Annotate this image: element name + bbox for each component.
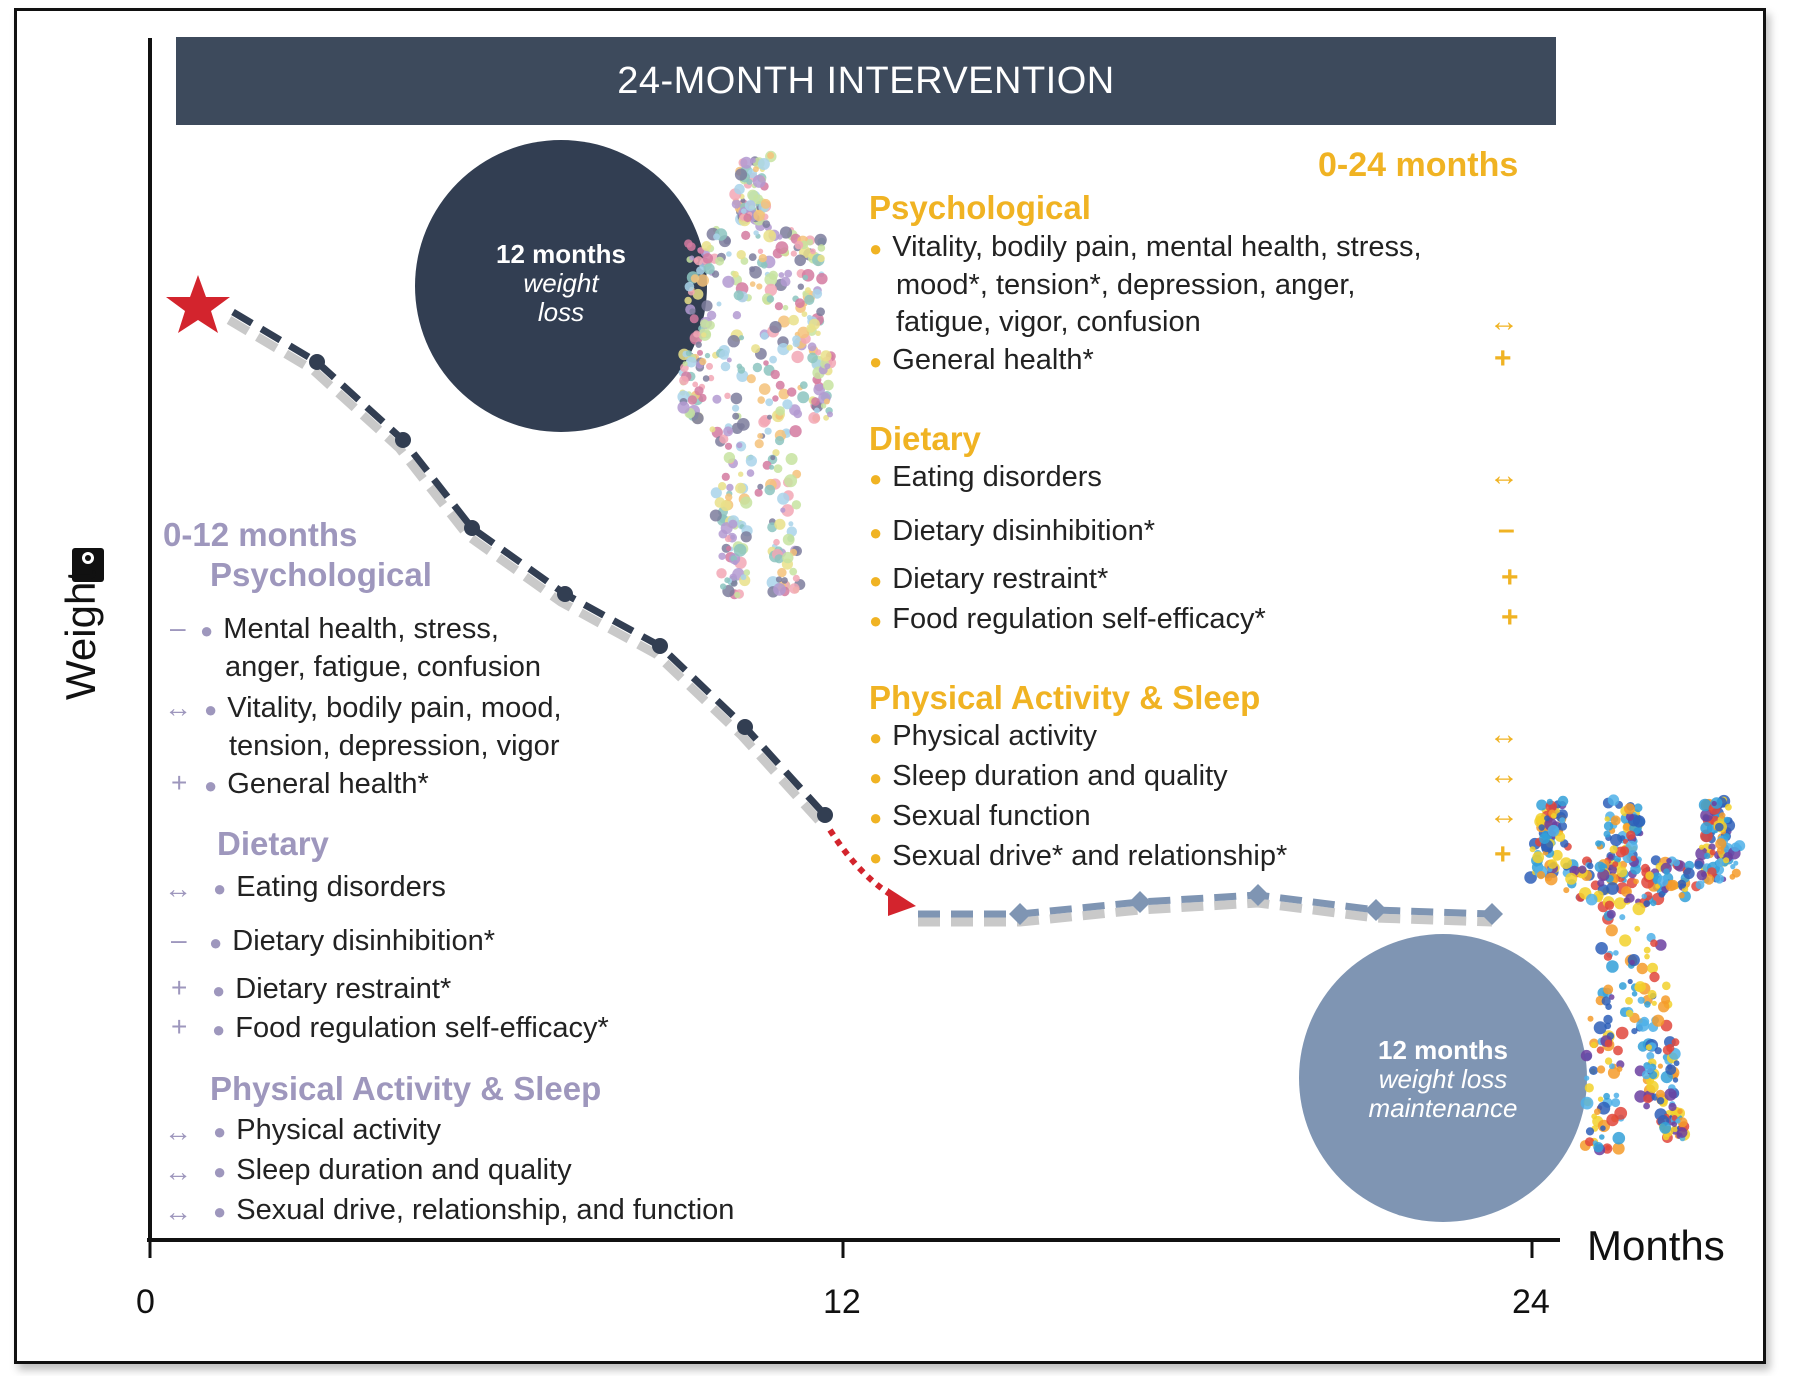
right-pa-item: ●Sexual drive* and relationship* [869,840,1288,872]
left-pa-heading: Physical Activity & Sleep [210,1070,602,1107]
left-psych-symbol: – [170,612,186,643]
left-diet-item: ●Eating disorders [213,871,446,903]
left-diet-symbol: – [171,924,187,955]
maintenance-point [1129,891,1151,913]
right-diet-item: ●Eating disorders [869,461,1102,493]
left-pa-item: ●Sexual drive, relationship, and functio… [213,1194,735,1226]
left-period-label: 0-12 months [163,516,358,553]
left-diet-item: ●Dietary restraint* [212,973,452,1005]
y-axis-label: Weight [57,570,104,700]
maintenance-shadow-line [918,898,1493,927]
maintenance-circle [1299,934,1587,1222]
maintenance-point [1365,899,1387,921]
x-tick-label-24: 24 [1512,1283,1550,1321]
maintenance-circle-title: 12 months [1377,1035,1509,1065]
bullet-dot: ● [869,349,883,374]
left-psych-item3: ●General health* [204,768,429,800]
right-diet-item: ●Dietary disinhibition* [869,515,1156,547]
right-psych-item2-symbol: + [1494,342,1512,375]
loss-point [817,807,833,823]
right-pa-heading: Physical Activity & Sleep [869,679,1261,716]
loss-point [737,719,753,735]
left-pa-symbol: ↔ [164,1116,192,1147]
left-psych-item1: ●Mental health, stress, anger, fatigue, … [200,613,542,683]
weight-loss-line [231,308,828,818]
left-psych-symbol: ↔ [164,692,192,723]
x-tick-label-0: 0 [136,1283,155,1321]
loss-point [309,354,325,370]
right-diet-item: ●Dietary restraint* [869,563,1109,595]
left-psych-item2: ●Vitality, bodily pain, mood, tension, d… [204,692,562,762]
loss-point [557,586,573,602]
right-diet-item: ●Food regulation self-efficacy* [869,603,1266,635]
right-psych-item1-symbol: ↔ [1489,305,1519,338]
maintenance-point [1247,884,1269,906]
weight-loss-circle [415,140,707,432]
maintenance-line [918,891,1493,918]
right-pa-item: ●Sexual function [869,800,1091,832]
right-psych-heading: Psychological [869,189,1091,226]
maintenance-point [1481,903,1503,925]
intervention-banner: 24-MONTH INTERVENTION [176,37,1556,125]
weight-loss-shadow-line [226,316,825,827]
left-diet-symbol: + [171,972,188,1003]
right-pa-symbol: ↔ [1489,718,1519,751]
star-icon [166,275,230,333]
right-diet-symbol: ↔ [1489,459,1519,492]
left-pa-item: ●Physical activity [213,1114,441,1146]
bullet-dot: ● [869,236,883,261]
left-psych-heading: Psychological [210,556,432,593]
left-diet-heading: Dietary [217,825,329,862]
x-axis-label: Months [1587,1222,1725,1269]
loss-circle-title: 12 months [495,239,627,269]
left-pa-symbol: ↔ [164,1156,192,1187]
left-diet-item: ●Dietary disinhibition* [209,925,496,957]
loss-circle-line2: loss [537,297,585,327]
maintenance-circle-line1: weight loss [1378,1064,1508,1094]
right-psych-item1: ●Vitality, bodily pain, mental health, s… [869,231,1422,338]
loss-point [464,520,480,536]
loss-circle-line1: weight [523,268,599,298]
right-diet-heading: Dietary [869,420,981,457]
maintenance-circle-text: 12 months weight loss maintenance [1323,1036,1563,1123]
right-pa-symbol: + [1494,838,1512,871]
left-diet-symbol: + [171,1011,188,1042]
x-tick-label-12: 12 [823,1283,861,1321]
right-period-label: 0-24 months [1318,146,1519,184]
left-diet-item: ●Food regulation self-efficacy* [212,1012,609,1044]
right-psych-item2: ●General health* [869,344,1094,376]
left-pa-item: ●Sleep duration and quality [213,1154,572,1186]
left-pa-symbol: ↔ [164,1196,192,1227]
left-diet-symbol: ↔ [164,873,192,904]
banner-title: 24-MONTH INTERVENTION [617,59,1115,102]
maintenance-point [1009,903,1031,925]
transition-arrowhead [888,888,916,916]
loss-point [395,432,411,448]
dotted-human-figure-left [677,150,837,600]
loss-point [652,638,668,654]
left-psych-symbol: + [171,767,188,798]
right-diet-symbol: + [1501,601,1519,634]
maintenance-circle-line2: maintenance [1368,1093,1518,1123]
scale-icon [72,548,104,582]
right-diet-symbol: + [1501,561,1519,594]
right-pa-item: ●Sleep duration and quality [869,760,1228,792]
right-diet-symbol: – [1498,513,1515,546]
dotted-human-figure-right [1524,794,1746,1156]
weight-loss-circle-text: 12 months weight loss [461,240,661,327]
right-pa-item: ●Physical activity [869,720,1097,752]
right-pa-symbol: ↔ [1489,798,1519,831]
right-pa-symbol: ↔ [1489,758,1519,791]
